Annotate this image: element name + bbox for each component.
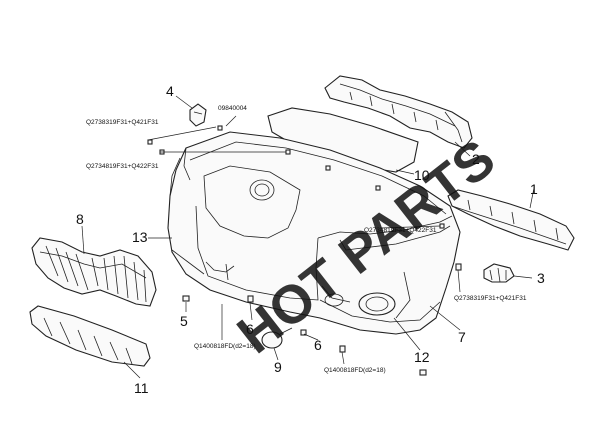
callout-8: 8	[76, 211, 84, 227]
callout-6a: 6	[246, 321, 254, 337]
callout-11: 11	[134, 380, 149, 396]
part-code: Q2738319F31+Q421F31	[86, 119, 159, 126]
part-front-bumper	[167, 131, 461, 335]
callout-12: 12	[414, 349, 430, 365]
part-code: 09840004	[218, 105, 247, 112]
callout-2: 2	[472, 151, 480, 167]
part-clip-4	[189, 103, 207, 127]
callout-3: 3	[537, 270, 545, 286]
part-grille	[31, 237, 157, 307]
part-code: Q2734819F31+Q422F31	[364, 227, 437, 234]
part-upper-absorber	[324, 75, 473, 149]
leader-lines	[81, 95, 535, 379]
callout-9: 9	[274, 359, 282, 375]
part-bracket-3	[483, 263, 515, 283]
callout-numbers: 1 2 3 4 5 6 6 7 8 9 10 11 12 13	[76, 83, 545, 396]
callout-6b: 6	[314, 337, 322, 353]
part-code: Q1400818FD(d2=18)	[194, 343, 256, 350]
callout-4: 4	[166, 83, 174, 99]
part-codes: Q2738319F31+Q421F31 09840004 Q2734819F31…	[86, 105, 527, 374]
part-fog-lamp	[324, 292, 396, 316]
part-code: Q2734819F31+Q422F31	[86, 163, 159, 170]
part-right-absorber	[447, 189, 575, 251]
part-cap-9	[261, 327, 293, 349]
callout-5: 5	[180, 313, 188, 329]
part-lower-grille	[29, 305, 151, 367]
callout-10: 10	[414, 167, 430, 183]
part-code: Q1400818FD(d2=18)	[324, 367, 386, 374]
callout-13: 13	[132, 229, 148, 245]
callout-7: 7	[458, 329, 466, 345]
part-code: Q2738319F31+Q421F31	[454, 295, 527, 302]
callout-1: 1	[530, 181, 538, 197]
